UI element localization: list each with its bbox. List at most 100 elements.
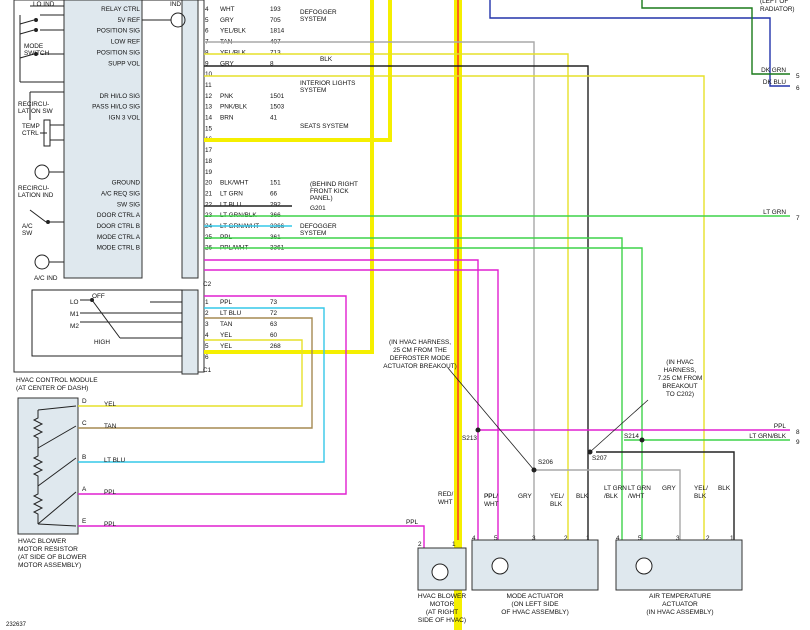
ac-ind-drawing [34, 254, 64, 270]
c2-pin-name: SW SIG [117, 201, 140, 208]
c2-pin-number: 21 [205, 190, 213, 197]
c1-pin-number: 4 [205, 332, 209, 339]
air-temp-pin: 1 [730, 535, 734, 542]
c1-circuit-number: 268 [270, 343, 281, 350]
recirc-switch-drawing [29, 91, 64, 120]
radiator-note: RADIATOR) [760, 6, 795, 13]
air-temp-actuator-body [615, 539, 743, 591]
air-temp-title: (IN HVAC ASSEMBLY) [646, 609, 713, 616]
blower-motor-title: (AT RIGHT [426, 609, 458, 616]
air-temp-wire: GRY [662, 485, 676, 492]
right-wire-color: PPL [774, 423, 787, 430]
resistor-pin: E [82, 518, 86, 525]
c2-pin-number: 5 [205, 17, 209, 24]
c2-connector-strip [181, 0, 199, 279]
c1-pin-number: 1 [205, 299, 209, 306]
air-temp-pin: 5 [638, 535, 642, 542]
air-temp-wire: BLK [718, 485, 731, 492]
dest-blk: BLK [320, 56, 333, 63]
c2-wire-color: GRY [220, 60, 234, 67]
c2-circuit-number: 705 [270, 17, 281, 24]
ground-note: (BEHIND RIGHT [310, 181, 358, 188]
dest-interior-lights: SYSTEM [300, 87, 326, 94]
c2-wire-color: BLK/WHT [220, 180, 249, 187]
recirc-ind-drawing [34, 164, 64, 180]
air-temp-pin: 2 [706, 535, 710, 542]
c202-note: 7.25 CM FROM [658, 375, 703, 382]
dest-defogger-2: DEFOGGER [300, 223, 337, 230]
radiator-note: (LEFT OF [760, 0, 788, 5]
splice-s207: S207 [592, 455, 607, 462]
lo-ind-label: LO IND [33, 1, 55, 8]
switch-off: OFF [92, 293, 105, 300]
c2-circuit-number: 292 [270, 201, 281, 208]
c1-wire-color: YEL [220, 343, 233, 350]
splice-s206: S206 [538, 459, 553, 466]
connector-c1: C1 [203, 367, 212, 374]
mode-actuator-title: (ON LEFT SIDE [511, 601, 559, 608]
air-temp-pin: 4 [616, 535, 620, 542]
splice-s213: S213 [462, 435, 477, 442]
c2-wire-color: PNK [220, 93, 234, 100]
c2-pin-number: 4 [205, 6, 209, 13]
c2-pin-number: 10 [205, 71, 213, 78]
c2-wire-color: BRN [220, 115, 234, 122]
c1-pin-number: 2 [205, 310, 209, 317]
c2-wire-color: LT BLU [220, 201, 241, 208]
c1-resistor-wires [78, 295, 425, 548]
c2-pin-number: 15 [205, 125, 213, 132]
defrost-note: 25 CM FROM THE [393, 347, 447, 354]
module-title: HVAC CONTROL MODULE [16, 377, 98, 384]
c2-pin-number: 19 [205, 169, 213, 176]
temp-ctrl-drawing [40, 119, 64, 147]
c2-pin-name: MODE CTRL A [97, 234, 141, 241]
blower-wire: PPL [406, 519, 419, 526]
c1-wire-color: TAN [220, 321, 233, 328]
c2-pin-name: SUPP VOL [108, 60, 140, 67]
blower-pin: 1 [452, 541, 456, 548]
c2-wire-color: PNK/BLK [220, 104, 248, 111]
c2-circuit-number: 1814 [270, 28, 285, 35]
note-leader-lines [447, 367, 649, 471]
c1-circuit-number: 60 [270, 332, 278, 339]
c1-pin-number: 5 [205, 343, 209, 350]
c2-pin-number: 13 [205, 104, 213, 111]
resistor-pin: B [82, 454, 86, 461]
defrost-note: (IN HVAC HARNESS, [389, 339, 451, 346]
switch-high: HIGH [94, 339, 110, 346]
resistor-wire-color: TAN [104, 423, 117, 430]
air-temp-wire: /WHT [628, 493, 644, 500]
mode-actuator-wire: GRY [518, 493, 532, 500]
defrost-note: DEFROSTER MODE [390, 355, 450, 362]
resistor-pin: C [82, 420, 87, 427]
recirc-ind-label: LATION IND [18, 192, 54, 199]
ac-sw-label: A/C [22, 223, 33, 230]
air-temp-title: AIR TEMPERATURE [649, 593, 712, 600]
resistor-wire-color: YEL [104, 401, 117, 408]
c2-circuit-number: 1503 [270, 104, 285, 111]
dest-defogger-2: SYSTEM [300, 230, 326, 237]
resistor-pin: D [82, 398, 87, 405]
dest-defogger: SYSTEM [300, 16, 326, 23]
c2-pin-name: A/C REQ SIG [101, 190, 140, 197]
mode-switch-label: SWITCH [24, 50, 50, 57]
ac-sw-label: SW [22, 230, 33, 237]
mode-actuator-pin: 5 [494, 535, 498, 542]
temp-ctrl-label: CTRL [22, 130, 39, 137]
right-pin: 8 [796, 429, 800, 436]
c2-pin-name: LOW REF [111, 39, 140, 46]
c2-pin-number: 22 [205, 201, 213, 208]
c2-pin-name: RELAY CTRL [101, 6, 140, 13]
resistor-coils [32, 405, 77, 527]
dk-wires [489, 0, 790, 87]
c1-wire-color: YEL [220, 332, 233, 339]
c2-wire-color: YEL/BLK [220, 49, 247, 56]
air-temp-pin: 3 [676, 535, 680, 542]
mode-actuator-pin: 3 [532, 535, 536, 542]
ac-switch-drawing [29, 209, 64, 224]
blower-switch-drawing [31, 289, 183, 357]
recirc-sw-label: RECIRCU- [18, 101, 49, 108]
mode-actuator-pin: 1 [586, 535, 590, 542]
